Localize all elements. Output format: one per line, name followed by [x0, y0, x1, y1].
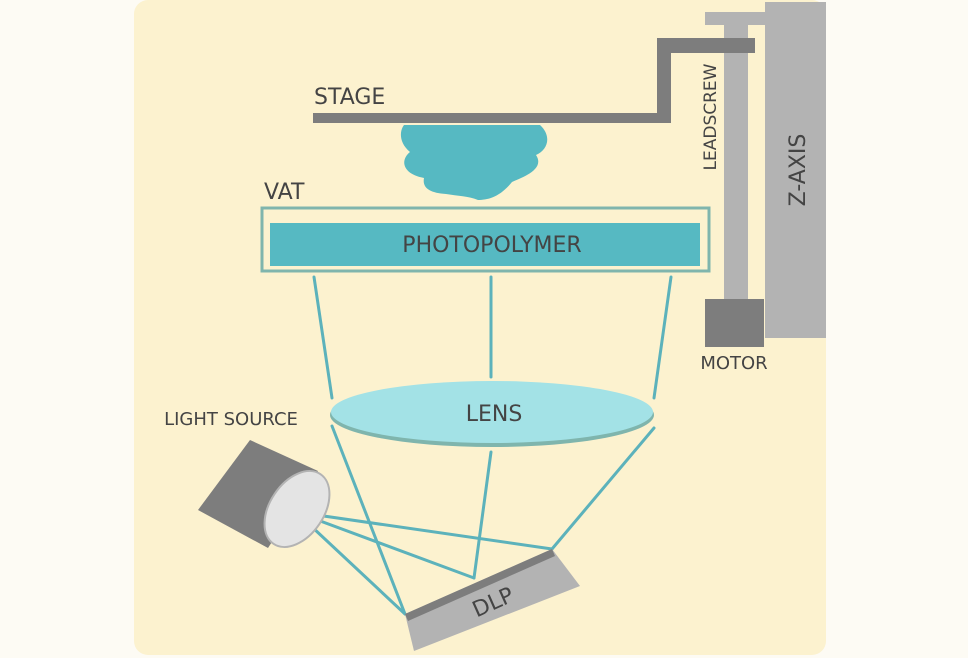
beam-left-upper [312, 275, 334, 400]
photopolymer-label: PHOTOPOLYMER [402, 233, 581, 258]
dlp-chip [405, 549, 580, 651]
stage-arm [313, 38, 755, 123]
light-source-label: LIGHT SOURCE [164, 409, 298, 430]
motor-block [705, 299, 764, 347]
beam-right-upper [652, 275, 673, 400]
beam-source-to-dlp-right [294, 510, 554, 551]
beams-vat-to-lens [312, 275, 673, 400]
vat-outline [260, 206, 711, 273]
photopolymer-fill [270, 223, 700, 266]
beam-left-lower [330, 424, 407, 616]
printed-part-blob [400, 125, 548, 200]
lens-label: LENS [466, 402, 523, 427]
light-source-lens [263, 470, 331, 548]
light-source-body [198, 440, 318, 548]
leadscrew-label: LEADSCREW [701, 63, 721, 170]
leadscrew-top-cap [705, 12, 767, 25]
beam-center-lower [472, 450, 493, 580]
dlp-mirror-surface [405, 549, 555, 621]
lens [331, 381, 653, 443]
vat-label: VAT [264, 180, 305, 205]
z-axis-column [765, 2, 826, 338]
z-axis-label: Z-AXIS [786, 134, 811, 207]
motor-label: MOTOR [700, 353, 767, 374]
beam-source-to-dlp-center [294, 510, 476, 580]
leadscrew-rod [724, 22, 748, 302]
beam-right-lower [550, 426, 656, 551]
stage-label: STAGE [314, 85, 385, 110]
